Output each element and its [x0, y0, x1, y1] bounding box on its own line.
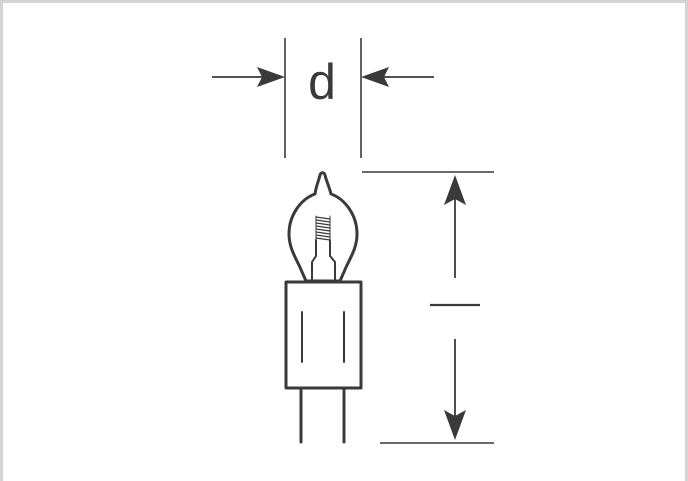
bulb-lead-wire-left — [311, 239, 317, 282]
length-arrowhead-top — [444, 175, 466, 205]
bulb-lead-wire-right — [329, 239, 336, 282]
length-dimension — [362, 171, 494, 444]
length-arrowhead-bottom — [444, 410, 466, 440]
diameter-arrowhead-right — [361, 67, 389, 87]
bulb-pinch-base — [284, 280, 363, 390]
diameter-label: d — [308, 54, 336, 110]
bulb-glass-envelope — [287, 171, 359, 283]
diameter-arrowhead-left — [257, 67, 285, 87]
bulb-filament-coil — [315, 216, 331, 241]
diameter-dimension — [212, 38, 434, 158]
bulb-illustration — [284, 171, 363, 444]
